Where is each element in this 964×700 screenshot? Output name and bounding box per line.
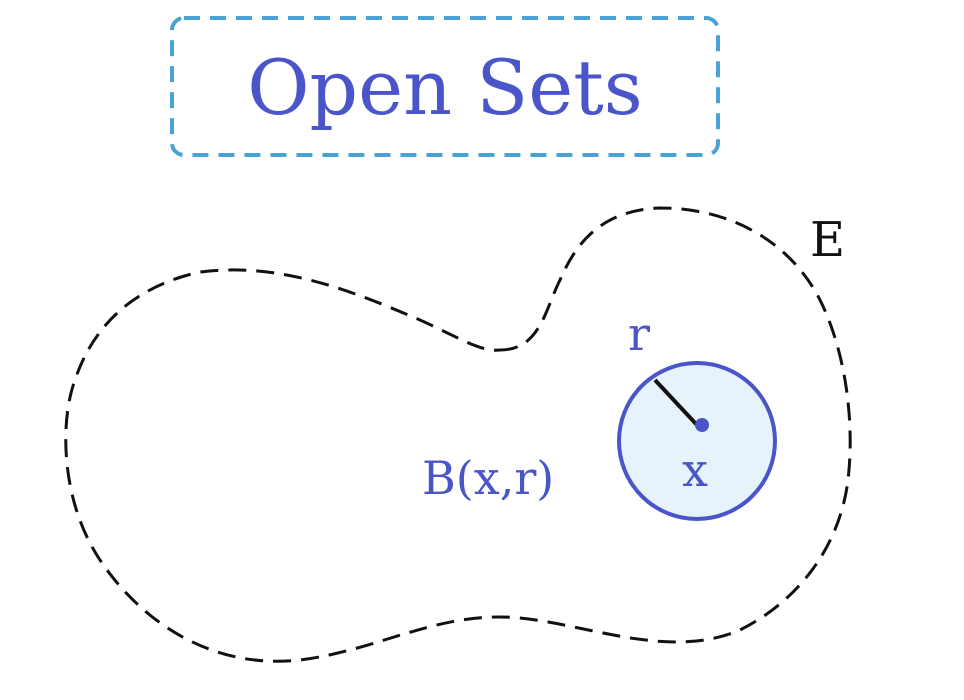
center-point <box>695 418 709 432</box>
set-e-boundary <box>64 206 852 663</box>
ball-label: B(x,r) <box>422 451 554 505</box>
ball-circle <box>617 361 777 521</box>
title-box-border <box>170 16 720 157</box>
title-text: Open Sets <box>247 43 643 132</box>
center-label: x <box>682 443 708 497</box>
ball <box>617 361 777 521</box>
radius-line <box>653 378 699 427</box>
radius-label: r <box>628 307 650 361</box>
set-e-label: E <box>810 212 845 268</box>
title-box: Open Sets <box>170 16 720 157</box>
